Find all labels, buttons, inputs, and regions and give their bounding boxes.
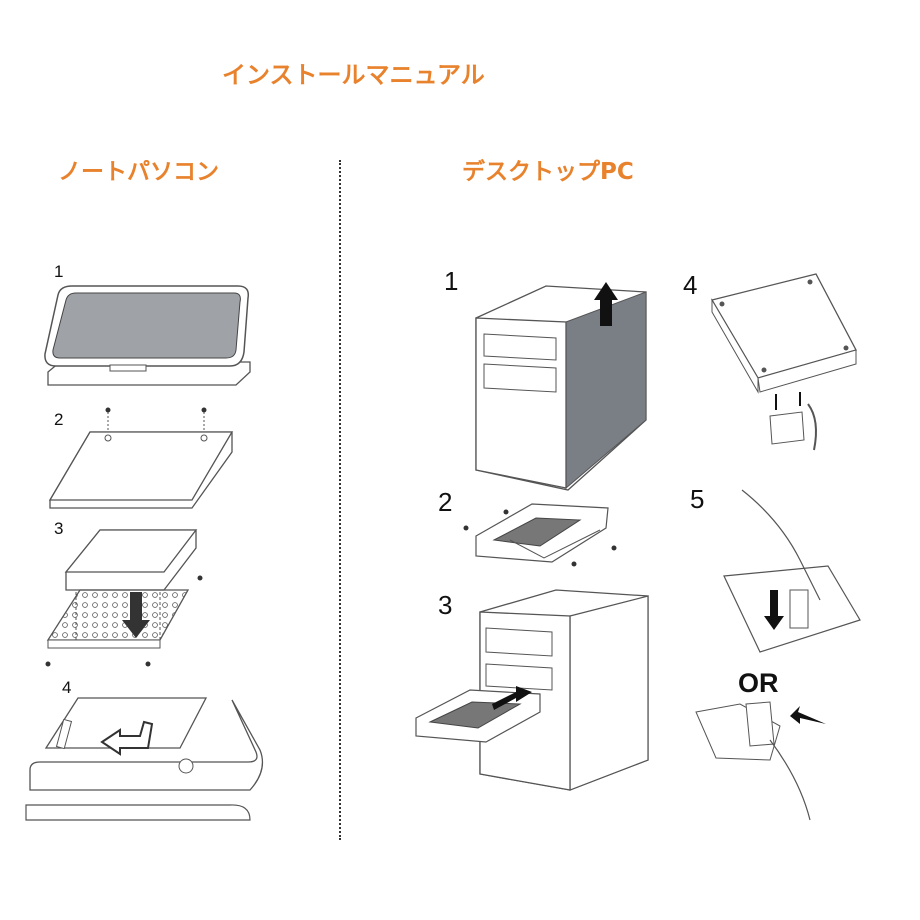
laptop-step3-illustration bbox=[45, 529, 203, 667]
desktop-step-2-label: 2 bbox=[438, 487, 453, 517]
laptop-section-heading: ノートパソコン bbox=[58, 159, 219, 185]
desktop-step-1-label: 1 bbox=[444, 266, 459, 296]
laptop-step1-illustration bbox=[44, 285, 251, 386]
section-divider bbox=[339, 160, 341, 840]
desktop-step3-illustration bbox=[415, 589, 649, 791]
desktop-step-5-label: 5 bbox=[690, 484, 705, 514]
desktop-step4-illustration bbox=[710, 273, 857, 451]
laptop-step-4-label: 4 bbox=[62, 678, 72, 697]
manual-title: インストールマニュアル bbox=[222, 61, 485, 89]
desktop-section-heading: デスクトップPC bbox=[462, 159, 634, 185]
laptop-step-1-label: 1 bbox=[54, 262, 64, 281]
laptop-step2-illustration bbox=[48, 407, 234, 509]
or-label: OR bbox=[738, 668, 779, 698]
desktop-step5-illustration bbox=[695, 489, 861, 821]
desktop-step-4-label: 4 bbox=[683, 270, 698, 300]
desktop-step-3-label: 3 bbox=[438, 590, 453, 620]
desktop-step1-illustration bbox=[475, 282, 647, 491]
laptop-step-2-label: 2 bbox=[54, 410, 64, 429]
laptop-step-3-label: 3 bbox=[54, 519, 64, 538]
laptop-step4-illustration bbox=[25, 697, 264, 821]
desktop-step2-illustration bbox=[463, 503, 617, 567]
